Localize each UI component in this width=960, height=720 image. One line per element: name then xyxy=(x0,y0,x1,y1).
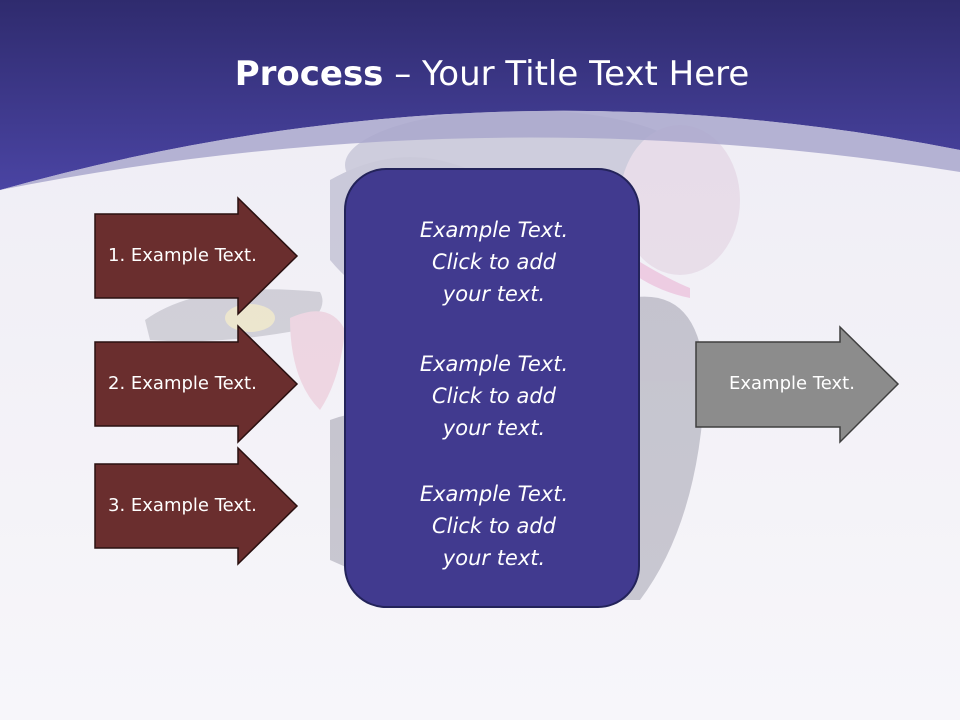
input-label-1[interactable]: 1. Example Text. xyxy=(108,245,257,266)
process-box[interactable]: Example Text. Click to add your text. Ex… xyxy=(344,168,640,608)
slide-title[interactable]: Process – Your Title Text Here xyxy=(0,52,960,96)
input-label-3[interactable]: 3. Example Text. xyxy=(108,495,257,516)
process-text-block-2[interactable]: Example Text. Click to add your text. xyxy=(346,348,642,444)
process-text-line: your text. xyxy=(442,416,546,440)
process-text-line: Example Text. xyxy=(419,218,569,242)
header-band xyxy=(0,0,960,190)
title-rest: – Your Title Text Here xyxy=(383,54,750,94)
process-text-line: your text. xyxy=(442,282,546,306)
output-label[interactable]: Example Text. xyxy=(729,373,855,394)
input-label-2[interactable]: 2. Example Text. xyxy=(108,373,257,394)
process-text-line: Example Text. xyxy=(419,352,569,376)
process-text-line: Click to add xyxy=(431,384,556,408)
title-bold: Process xyxy=(234,54,384,94)
process-text-line: Click to add xyxy=(431,250,556,274)
process-text-block-3[interactable]: Example Text. Click to add your text. xyxy=(346,478,642,574)
header-swoosh xyxy=(0,110,960,190)
process-text-line: Click to add xyxy=(431,514,556,538)
process-text-line: Example Text. xyxy=(419,482,569,506)
process-text-line: your text. xyxy=(442,546,546,570)
process-text-block-1[interactable]: Example Text. Click to add your text. xyxy=(346,214,642,310)
